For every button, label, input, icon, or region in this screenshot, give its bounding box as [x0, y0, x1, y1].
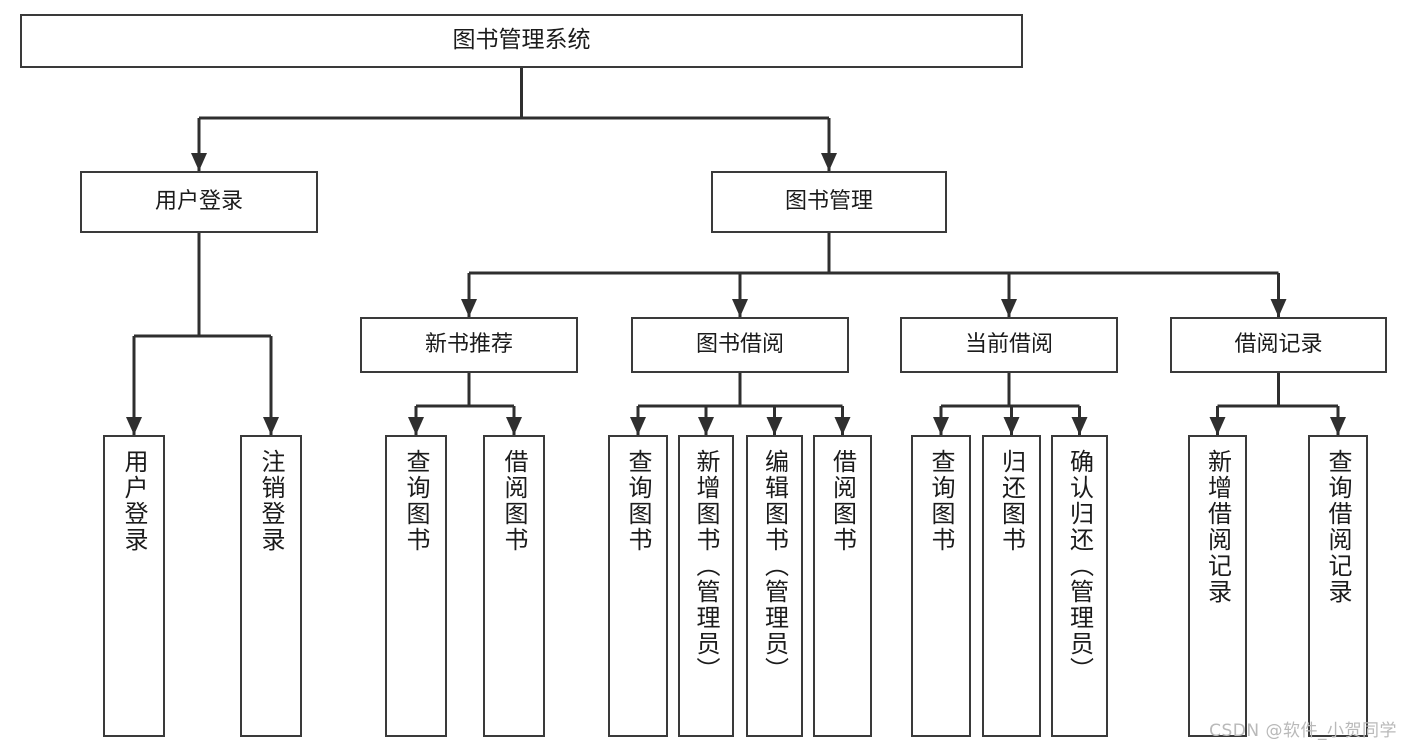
node-l11: 确认归还（管理员） [1051, 435, 1108, 737]
node-label: 图书管理 [784, 189, 873, 215]
node-l12: 新增借阅记录 [1188, 435, 1247, 737]
node-l13: 查询借阅记录 [1308, 435, 1368, 737]
arrowhead-icon [1209, 417, 1226, 435]
node-label: 归还图书 [997, 449, 1026, 553]
node-label: 用户登录 [154, 189, 243, 215]
node-label: 注销登录 [257, 449, 285, 553]
node-records: 借阅记录 [1170, 317, 1387, 373]
node-label: 编辑图书（管理员） [760, 449, 789, 683]
node-l4: 借阅图书 [483, 435, 545, 737]
node-label: 新增借阅记录 [1203, 449, 1232, 605]
arrowhead-icon [1071, 417, 1088, 435]
node-label: 图书借阅 [695, 332, 784, 358]
arrowhead-icon [1003, 417, 1020, 435]
arrowhead-icon [732, 299, 748, 317]
node-label: 借阅图书 [828, 449, 857, 553]
node-label: 确认归还（管理员） [1065, 449, 1094, 683]
arrowhead-icon [821, 153, 837, 171]
node-label: 图书管理系统 [452, 27, 591, 54]
arrowhead-icon [461, 299, 477, 317]
node-label: 借阅记录 [1234, 332, 1323, 358]
arrowhead-icon [1330, 417, 1346, 435]
node-l3: 查询图书 [385, 435, 447, 737]
node-l8: 借阅图书 [813, 435, 872, 737]
node-l1: 用户登录 [103, 435, 165, 737]
watermark: CSDN @软件_小贺同学 [1209, 721, 1397, 741]
arrowhead-icon [766, 417, 783, 435]
node-l7: 编辑图书（管理员） [746, 435, 803, 737]
node-borrow: 图书借阅 [631, 317, 849, 373]
arrowhead-icon [191, 153, 207, 171]
node-label: 查询图书 [927, 449, 955, 553]
node-label: 当前借阅 [964, 332, 1053, 358]
node-label: 新增图书（管理员） [692, 449, 720, 683]
node-newbook: 新书推荐 [360, 317, 578, 373]
arrowhead-icon [933, 417, 949, 435]
node-label: 查询图书 [624, 449, 652, 553]
node-l6: 新增图书（管理员） [678, 435, 734, 737]
node-label: 借阅图书 [500, 449, 528, 553]
node-login: 用户登录 [80, 171, 318, 233]
arrowhead-icon [834, 417, 851, 435]
arrowhead-icon [1270, 299, 1287, 317]
node-label: 用户登录 [120, 449, 148, 553]
node-current: 当前借阅 [900, 317, 1118, 373]
node-root: 图书管理系统 [20, 14, 1023, 68]
arrowhead-icon [630, 417, 646, 435]
arrowhead-icon [408, 417, 424, 435]
arrowhead-icon [698, 417, 714, 435]
node-label: 新书推荐 [424, 332, 513, 358]
arrowhead-icon [506, 417, 522, 435]
arrowhead-icon [263, 417, 279, 435]
arrowhead-icon [1001, 299, 1017, 317]
node-label: 查询图书 [402, 449, 430, 553]
node-l9: 查询图书 [911, 435, 971, 737]
node-l5: 查询图书 [608, 435, 668, 737]
arrowhead-icon [126, 417, 142, 435]
node-l10: 归还图书 [982, 435, 1041, 737]
node-bookmgmt: 图书管理 [711, 171, 947, 233]
node-label: 查询借阅记录 [1324, 449, 1352, 605]
node-l2: 注销登录 [240, 435, 302, 737]
